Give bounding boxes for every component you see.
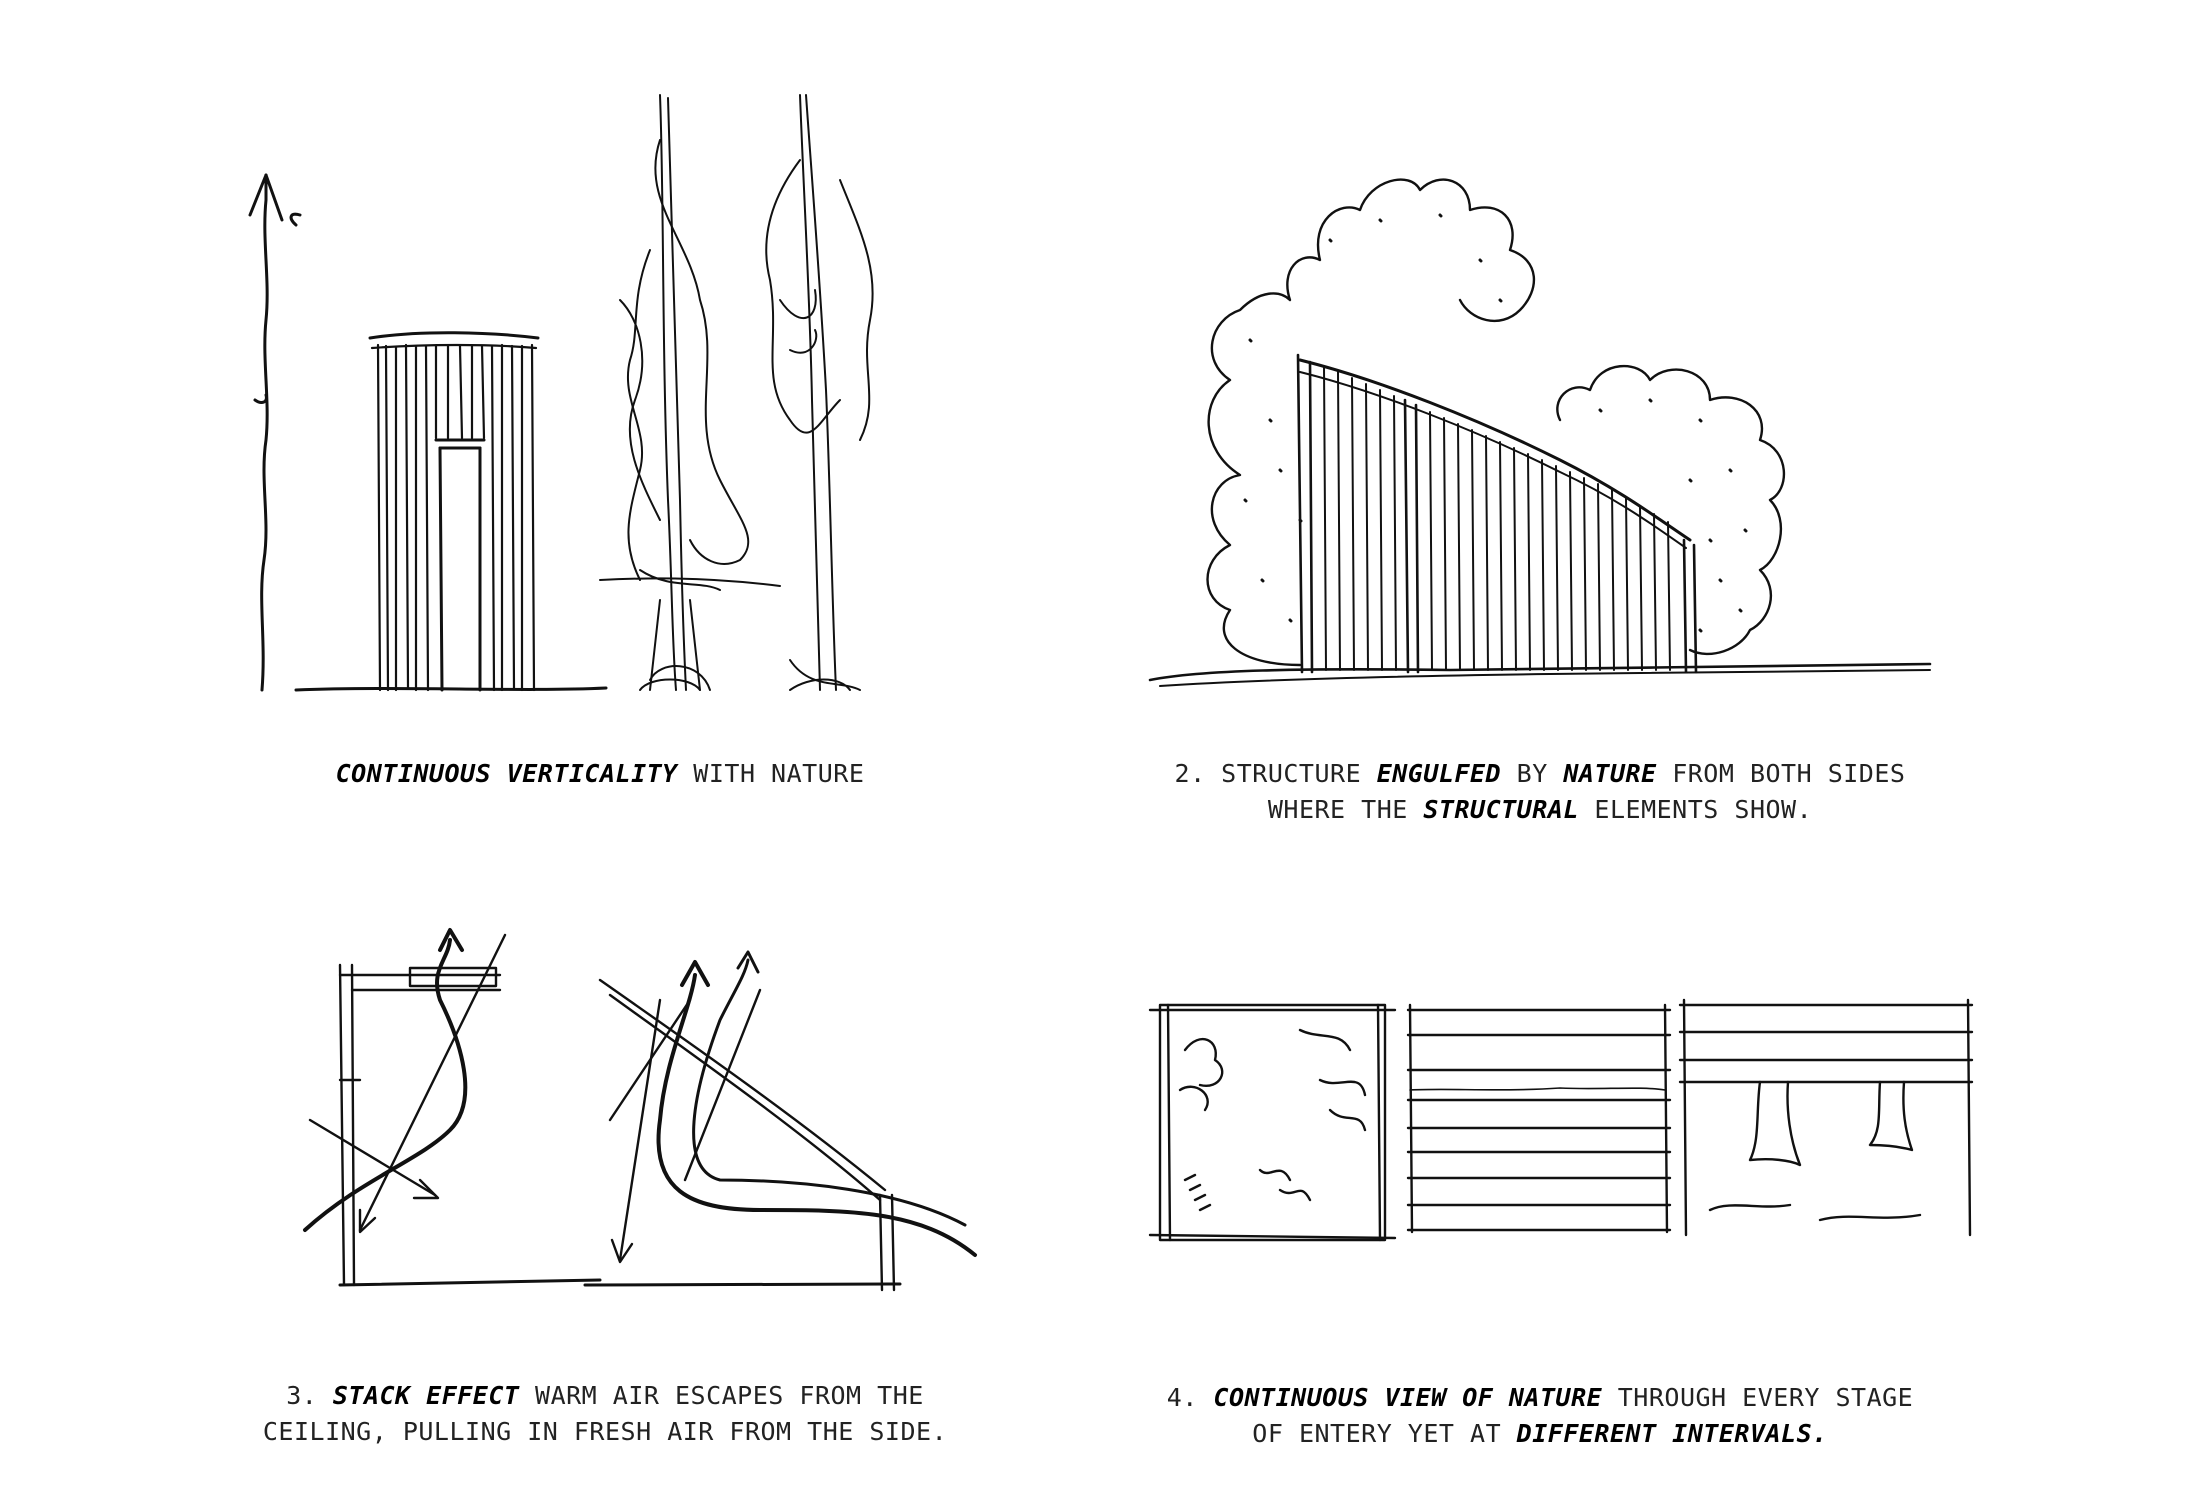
- arrowhead-icon: [736, 950, 760, 974]
- arrowhead-icon: [680, 960, 710, 987]
- caption-text: ELEMENTS SHOW.: [1578, 795, 1813, 824]
- caption-engulfed: 2. STRUCTURE ENGULFED BY NATURE FROM BOT…: [1100, 756, 1980, 828]
- ground-line: [1148, 662, 1932, 682]
- upward-arrow-icon: [248, 173, 302, 692]
- caption-continuous-view: 4. CONTINUOUS VIEW OF NATURE THROUGH EVE…: [1100, 1380, 1980, 1452]
- caption-emphasis: CONTINUOUS VERTICALITY: [335, 759, 678, 788]
- arrowhead-icon: [610, 1238, 634, 1264]
- caption-line: CEILING, PULLING IN FRESH AIR FROM THE S…: [262, 1417, 948, 1446]
- airflow-arrow: [618, 998, 662, 1262]
- arrowhead-icon: [412, 1178, 440, 1200]
- caption-emphasis: STRUCTURAL: [1423, 795, 1579, 824]
- caption-text: THROUGH EVERY STAGE: [1602, 1383, 1914, 1412]
- caption-emphasis: STACK EFFECT: [332, 1381, 520, 1410]
- caption-emphasis: DIFFERENT INTERVALS.: [1516, 1419, 1828, 1448]
- caption-emphasis: CONTINUOUS VIEW OF NATURE: [1213, 1383, 1603, 1412]
- airflow-arrow: [358, 933, 507, 1232]
- caption-text: BY: [1501, 759, 1564, 788]
- view-panel-louvres: [1406, 1003, 1672, 1234]
- caption-text: 3.: [286, 1381, 333, 1410]
- caption-text: FROM BOTH SIDES: [1656, 759, 1906, 788]
- foliage-outline: [1206, 178, 1535, 667]
- tree-sketch: [599, 94, 781, 691]
- arrowhead-icon: [438, 928, 464, 952]
- ground-line: [294, 686, 608, 692]
- caption-line: 3. STACK EFFECT WARM AIR ESCAPES FROM TH…: [180, 1378, 1030, 1414]
- ground-line: [1159, 669, 1931, 687]
- airflow-arrow: [303, 938, 468, 1232]
- section-wall: [583, 978, 902, 1292]
- caption-line: OF ENTERY YET AT DIFFERENT INTERVALS.: [1100, 1416, 1980, 1452]
- section-wall: [338, 963, 602, 1287]
- caption-text: WARM AIR ESCAPES FROM THE: [519, 1381, 924, 1410]
- airflow-arrow: [308, 1118, 437, 1197]
- caption-emphasis: ENGULFED: [1376, 759, 1502, 788]
- view-panel-open: [1678, 998, 1974, 1237]
- caption-verticality: CONTINUOUS VERTICALITY WITH NATURE: [250, 756, 950, 792]
- caption-line: 4. CONTINUOUS VIEW OF NATURE THROUGH EVE…: [1100, 1380, 1980, 1416]
- airflow-arrow: [683, 988, 762, 1182]
- caption-text: 2. STRUCTURE: [1174, 759, 1377, 788]
- caption-emphasis: NATURE: [1563, 759, 1657, 788]
- tree-sketch: [765, 94, 874, 691]
- caption-text: WHERE THE: [1267, 795, 1424, 824]
- sketch-engulfed: [1148, 178, 1932, 687]
- caption-line: 2. STRUCTURE ENGULFED BY NATURE FROM BOT…: [1100, 756, 1980, 792]
- caption-text: 4.: [1166, 1383, 1214, 1412]
- caption-line: WHERE THE STRUCTURAL ELEMENTS SHOW.: [1100, 792, 1980, 828]
- caption-text: WITH NATURE: [677, 759, 865, 788]
- vertical-structure: [368, 331, 540, 692]
- building-elevation: [1296, 353, 1698, 674]
- airflow-arrow: [692, 958, 967, 1227]
- foliage-stipple: [1243, 213, 1748, 633]
- sketch-stack-effect: [303, 928, 977, 1292]
- foliage-outline: [1556, 365, 1785, 656]
- airflow-arrow: [656, 973, 977, 1257]
- airflow-arrow: [608, 998, 692, 1122]
- caption-stack-effect: 3. STACK EFFECT WARM AIR ESCAPES FROM TH…: [180, 1378, 1030, 1450]
- sketch-verticality: [248, 94, 874, 692]
- sketch-continuous-view: [1148, 998, 1974, 1242]
- arrowhead-icon: [358, 1208, 377, 1234]
- view-panel-foliage: [1148, 1003, 1397, 1242]
- caption-text: OF ENTERY YET AT: [1252, 1419, 1517, 1448]
